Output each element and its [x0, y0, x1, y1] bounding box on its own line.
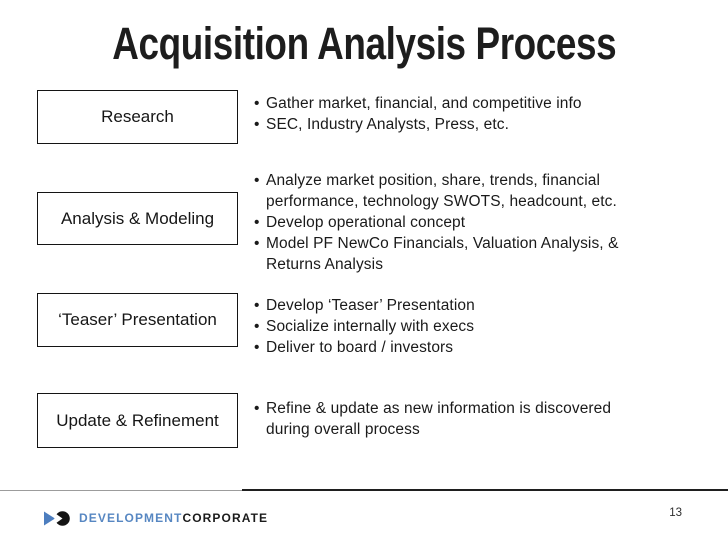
bullet-icon: •	[254, 116, 260, 133]
bullet-icon: •	[254, 172, 260, 189]
footer-divider-right	[242, 489, 728, 491]
bullet-group-analysis-modeling: • Analyze market position, share, trends…	[252, 170, 722, 275]
slide-title: Acquisition Analysis Process	[0, 18, 728, 70]
bullet-text: Deliver to board / investors	[266, 339, 454, 356]
bullet-icon: •	[254, 318, 260, 335]
bullet-icon: •	[254, 214, 260, 231]
slide-title-text: Acquisition Analysis Process	[112, 18, 616, 69]
list-item: • Model PF NewCo Financials, Valuation A…	[252, 233, 722, 275]
list-item: • Analyze market position, share, trends…	[252, 170, 722, 212]
process-box-research: Research	[37, 90, 238, 144]
bullet-text: Develop ‘Teaser’ Presentation	[266, 297, 475, 314]
process-box-teaser-presentation: ‘Teaser’ Presentation	[37, 293, 238, 347]
process-box-label: ‘Teaser’ Presentation	[58, 310, 217, 329]
process-box-analysis-modeling: Analysis & Modeling	[37, 192, 238, 245]
list-item: • Refine & update as new information is …	[252, 398, 722, 440]
process-box-label: Analysis & Modeling	[60, 208, 215, 228]
logo-text-corporate: CORPORATE	[182, 511, 269, 525]
page-number: 13	[669, 507, 682, 519]
process-box-label: Update & Refinement	[56, 410, 219, 430]
bullet-group-update-refinement: • Refine & update as new information is …	[252, 398, 722, 440]
footer-divider-left	[0, 490, 243, 491]
bullet-group-teaser-presentation: • Develop ‘Teaser’ Presentation • Social…	[252, 295, 722, 358]
footer-logo: DEVELOPMENTCORPORATE	[44, 511, 268, 526]
bullet-icon: •	[254, 400, 260, 417]
bullet-icon: •	[254, 339, 260, 356]
logo-text-development: DEVELOPMENT	[79, 511, 183, 525]
bullet-text: Model PF NewCo Financials, Valuation Ana…	[266, 235, 619, 273]
logo-text: DEVELOPMENTCORPORATE	[79, 511, 268, 526]
list-item: • SEC, Industry Analysts, Press, etc.	[252, 114, 722, 135]
bullet-text: Analyze market position, share, trends, …	[266, 172, 617, 210]
bullet-text: SEC, Industry Analysts, Press, etc.	[266, 116, 509, 133]
list-item: • Deliver to board / investors	[252, 337, 722, 358]
list-item: • Develop operational concept	[252, 212, 722, 233]
list-item: • Gather market, financial, and competit…	[252, 93, 722, 114]
bullet-text: Refine & update as new information is di…	[266, 400, 612, 438]
process-box-update-refinement: Update & Refinement	[37, 393, 238, 448]
list-item: • Develop ‘Teaser’ Presentation	[252, 295, 722, 316]
bullet-icon: •	[254, 235, 260, 252]
bullet-icon: •	[254, 95, 260, 112]
logo-mark-icon	[44, 511, 70, 526]
list-item: • Socialize internally with execs	[252, 316, 722, 337]
bullet-group-research: • Gather market, financial, and competit…	[252, 93, 722, 135]
bullet-text: Socialize internally with execs	[266, 318, 475, 335]
bullet-text: Develop operational concept	[266, 214, 466, 231]
bullet-icon: •	[254, 297, 260, 314]
bullet-text: Gather market, financial, and competitiv…	[266, 95, 582, 112]
process-box-label: Research	[101, 107, 174, 126]
